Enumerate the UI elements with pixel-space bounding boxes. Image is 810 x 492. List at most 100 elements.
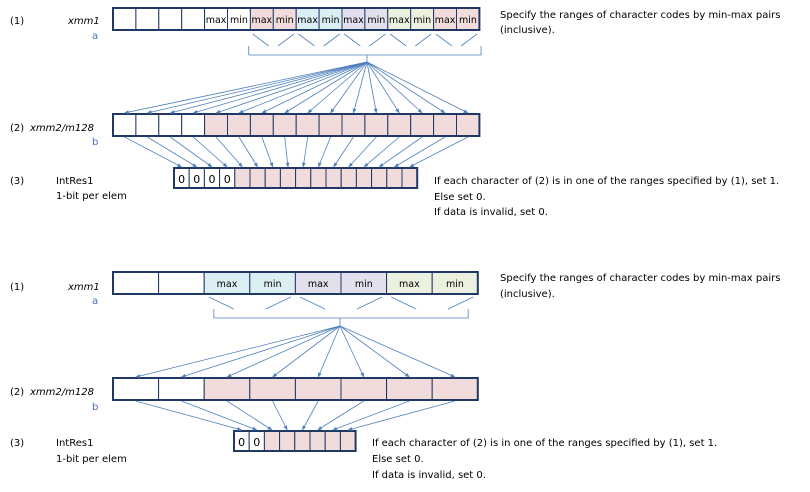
p1-map-arrow bbox=[192, 136, 228, 168]
p1-row1-cell-label: max bbox=[343, 15, 364, 26]
p1-row2-cell bbox=[410, 113, 435, 137]
p1-fan-arrow bbox=[366, 61, 378, 114]
p1-fan-arrow bbox=[215, 61, 368, 114]
p1-map-arrow bbox=[170, 136, 213, 168]
p1-row2-cell bbox=[135, 113, 160, 137]
p2-row1-number: (1) bbox=[10, 282, 24, 293]
p1-note1-line2: (inclusive). bbox=[500, 25, 555, 36]
p2-row2-cell bbox=[431, 377, 479, 401]
p2-row2-cell bbox=[158, 377, 205, 401]
p2-row2-cell bbox=[294, 377, 342, 401]
p1-bracket-leg bbox=[277, 33, 295, 47]
p2-row2-cell bbox=[249, 377, 296, 401]
p2-bracket-leg bbox=[208, 296, 235, 310]
p1-fan-arrow bbox=[284, 61, 368, 114]
p2-row1-register bbox=[112, 271, 479, 295]
p1-row2-cell bbox=[249, 113, 274, 137]
p2-row2-subscript: b bbox=[92, 402, 98, 413]
p1-row3-cell bbox=[386, 167, 403, 189]
p1-map-arrow bbox=[318, 136, 331, 168]
p2-row3-cell bbox=[263, 430, 281, 452]
p1-bracket-leg bbox=[323, 33, 340, 47]
p1-row2-register bbox=[112, 113, 481, 137]
p1-row2-cell bbox=[204, 113, 229, 137]
p1-bracket-leg bbox=[369, 33, 386, 47]
p2-row3-zero: 0 bbox=[238, 436, 245, 449]
p1-bracket-leg bbox=[435, 33, 453, 47]
p1-note3-line2: Else set 0. bbox=[434, 192, 486, 203]
p1-map-arrow bbox=[124, 136, 183, 168]
p2-map-arrow bbox=[226, 400, 273, 431]
p1-bracket-leg bbox=[252, 33, 269, 47]
p1-row2-number: (2) bbox=[10, 123, 24, 134]
p1-fan-arrow bbox=[352, 61, 368, 114]
p2-row1-subscript: a bbox=[92, 296, 98, 307]
p2-row3-name: IntRes1 bbox=[56, 438, 93, 449]
p2-fan-arrow bbox=[317, 325, 341, 378]
p1-bracket-leg bbox=[460, 33, 478, 47]
p1-row3-cell bbox=[264, 167, 281, 189]
p1-map-arrow bbox=[393, 136, 446, 168]
p1-map-arrow bbox=[301, 136, 309, 168]
p2-row1-cell-label: min bbox=[446, 279, 464, 290]
p1-row1-cell-label: min bbox=[459, 15, 477, 26]
p1-row1-cell bbox=[181, 7, 206, 31]
p2-bracket-leg bbox=[299, 296, 326, 310]
p1-row1-cell-label: min bbox=[276, 15, 294, 26]
panel2: (1) xmm1 a Specify the ranges of charact… bbox=[10, 273, 780, 481]
p1-row1-cell-label: max bbox=[297, 15, 318, 26]
p2-map-arrow bbox=[347, 400, 456, 431]
p1-row3-name: IntRes1 bbox=[56, 176, 93, 187]
p1-fan-arrow bbox=[192, 61, 368, 114]
p2-row3-cell bbox=[279, 430, 296, 452]
p1-note3-line1: If each character of (2) is in one of th… bbox=[434, 176, 779, 187]
p2-row3-cell bbox=[309, 430, 326, 452]
p2-fan-arrow bbox=[226, 325, 341, 378]
p1-note1-line1: Specify the ranges of character codes by… bbox=[500, 10, 780, 21]
p1-bracket-leg bbox=[344, 33, 361, 47]
p1-row1-cell-label: min bbox=[230, 15, 248, 26]
p2-note3-line2: Else set 0. bbox=[372, 454, 424, 465]
p1-fan-arrow bbox=[366, 61, 446, 114]
p2-row3-cell bbox=[339, 430, 357, 452]
p1-row1-cell-label: min bbox=[413, 15, 431, 26]
p1-bracket-leg bbox=[389, 33, 407, 47]
p2-note3-line1: If each character of (2) is in one of th… bbox=[372, 438, 717, 449]
p1-fan-arrow bbox=[261, 61, 368, 114]
p2-bracket-leg bbox=[447, 296, 474, 310]
p2-map-arrow bbox=[317, 400, 365, 431]
p1-row1-subscript: a bbox=[92, 31, 98, 42]
p1-row1-register bbox=[112, 7, 481, 31]
p1-row3-zero: 0 bbox=[193, 173, 200, 186]
p2-row2-cell bbox=[340, 377, 388, 401]
p1-fan-arrow bbox=[330, 61, 368, 114]
p1-row1-cell-label: max bbox=[251, 15, 272, 26]
p1-row2-cell bbox=[295, 113, 320, 137]
p1-row2-cell bbox=[158, 113, 183, 137]
p1-row3-zero: 0 bbox=[224, 173, 231, 186]
p2-bracket-leg bbox=[265, 296, 292, 310]
p1-fan-arrow bbox=[238, 61, 368, 114]
p2-row3-desc: 1-bit per elem bbox=[56, 454, 127, 465]
p2-row1-cell bbox=[158, 271, 205, 295]
p1-map-arrow bbox=[261, 136, 274, 168]
p2-row2-operand: xmm2/m128 bbox=[29, 387, 94, 398]
p2-fan-arrow bbox=[180, 325, 341, 378]
p2-note1-line1: Specify the ranges of character codes by… bbox=[500, 273, 780, 284]
p2-row1-cell-label: max bbox=[308, 279, 329, 290]
p1-map-arrow bbox=[238, 136, 258, 168]
p2-note1-line2: (inclusive). bbox=[500, 289, 555, 300]
p1-row1-cell-label: max bbox=[206, 15, 227, 26]
p1-map-arrow bbox=[363, 136, 400, 168]
p1-fan-arrow bbox=[366, 61, 400, 114]
p2-map-arrow bbox=[135, 400, 243, 431]
p2-row1-cell-label: max bbox=[399, 279, 420, 290]
p1-row1-operand: xmm1 bbox=[67, 16, 100, 27]
p2-fan-arrow bbox=[339, 325, 456, 378]
p2-fan-arrow bbox=[135, 325, 341, 378]
p2-row2-cell bbox=[386, 377, 433, 401]
p2-row3-number: (3) bbox=[10, 438, 24, 449]
p2-map-arrow bbox=[181, 400, 258, 431]
p1-fan-arrow bbox=[123, 61, 368, 114]
p1-row3-cell bbox=[371, 167, 388, 189]
